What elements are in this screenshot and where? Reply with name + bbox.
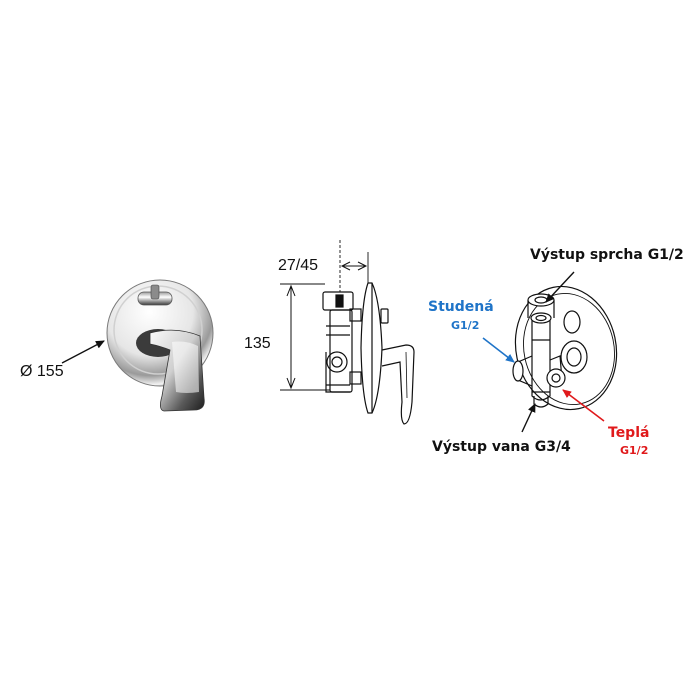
side-lever-highlight <box>405 351 408 399</box>
diverter-knob <box>137 284 173 306</box>
height-dimension <box>280 283 330 391</box>
bath-outlet-arrow <box>521 403 536 433</box>
diameter-arrow <box>61 340 105 364</box>
cold-inlet-label: Studená <box>428 299 494 315</box>
cold-inlet-arrow <box>482 337 515 363</box>
connection-view-drawing <box>512 285 618 411</box>
depth-dimension <box>339 240 369 292</box>
side-valve-body <box>322 291 362 393</box>
side-view-drawing <box>280 240 415 425</box>
shower-outlet-arrow <box>545 271 575 303</box>
rear-plate <box>514 285 618 411</box>
bath-outlet-label: Výstup vana G3/4 <box>432 439 571 455</box>
rear-cartridge-cap <box>566 347 582 367</box>
lever-handle <box>136 329 205 412</box>
rear-cold-inlet <box>512 355 533 387</box>
hot-inlet-label: Teplá <box>608 425 650 441</box>
front-view-mixer <box>106 279 214 412</box>
rear-hot-inlet <box>546 355 566 388</box>
depth-label: 27/45 <box>278 257 319 274</box>
side-lever-profile <box>381 344 415 425</box>
shower-outlet-label: Výstup sprcha G1/2 <box>530 247 684 263</box>
rear-cartridge-stub <box>560 340 588 374</box>
cold-inlet-thread: G1/2 <box>451 319 480 332</box>
height-label: 135 <box>244 335 271 352</box>
rear-diverter-stub <box>563 310 581 334</box>
diameter-label: Ø 155 <box>20 363 64 380</box>
side-knob <box>380 308 389 324</box>
hot-inlet-thread: G1/2 <box>620 444 649 457</box>
hot-inlet-arrow <box>562 389 605 422</box>
